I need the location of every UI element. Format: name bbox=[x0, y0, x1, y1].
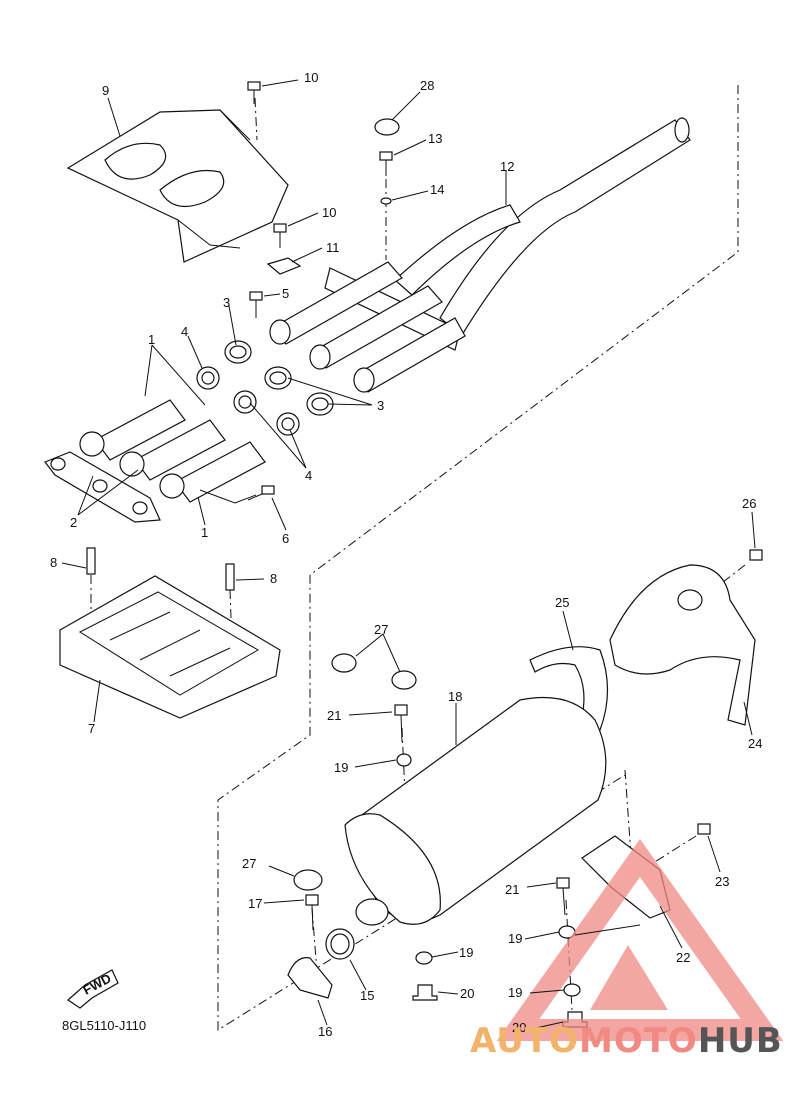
callout-6: 6 bbox=[282, 531, 289, 546]
fwd-arrow-icon: FWD bbox=[67, 969, 119, 1009]
skid-plate-7 bbox=[59, 575, 281, 719]
bolt-10-lower bbox=[273, 223, 287, 248]
callout-7: 7 bbox=[88, 721, 95, 736]
callout-12: 12 bbox=[500, 159, 514, 174]
callout-21-lower: 21 bbox=[505, 882, 519, 897]
callout-2: 2 bbox=[70, 515, 77, 530]
center-line-bolt-23 bbox=[649, 835, 697, 866]
grommet-19-a bbox=[396, 753, 412, 767]
callout-labels: 10 9 28 13 14 12 10 11 5 3 1 4 3 4 2 1 6… bbox=[50, 70, 762, 1039]
callout-26: 26 bbox=[742, 496, 756, 511]
clamp-16 bbox=[287, 957, 333, 999]
manifold-gasket-2 bbox=[44, 451, 161, 523]
bolt-21-b bbox=[556, 877, 570, 916]
callout-24: 24 bbox=[748, 736, 762, 751]
cap-28 bbox=[374, 118, 400, 136]
callout-17: 17 bbox=[248, 896, 262, 911]
callout-4-lower: 4 bbox=[305, 468, 312, 483]
gasket-4-b bbox=[233, 390, 257, 414]
heat-shield-9 bbox=[66, 109, 289, 263]
callout-25: 25 bbox=[555, 595, 569, 610]
bolt-13 bbox=[379, 151, 393, 176]
clamp-3-b bbox=[264, 366, 292, 390]
automotohub-logo-triangle bbox=[496, 838, 784, 1041]
callout-5: 5 bbox=[282, 286, 289, 301]
collar-20-a bbox=[412, 984, 438, 1001]
watermark-auto: AUTO bbox=[470, 1021, 579, 1061]
flex-joint-1-a bbox=[79, 399, 186, 461]
callout-1-upper: 1 bbox=[148, 332, 155, 347]
bolt-8-right bbox=[225, 563, 235, 591]
exhaust-pipe-12 bbox=[269, 117, 691, 393]
callout-13: 13 bbox=[428, 131, 442, 146]
center-line-bolt-21a bbox=[401, 727, 409, 861]
diagram-code: 8GL5110-J110 bbox=[62, 1018, 146, 1033]
callout-8-left: 8 bbox=[50, 555, 57, 570]
muffler-18 bbox=[344, 696, 607, 926]
callout-3-right: 3 bbox=[377, 398, 384, 413]
callout-19-lower: 19 bbox=[508, 985, 522, 1000]
callout-22: 22 bbox=[676, 950, 690, 965]
callout-27-upper: 27 bbox=[374, 622, 388, 637]
grommet-19-d bbox=[563, 983, 581, 997]
callout-19-mid-left: 19 bbox=[508, 931, 522, 946]
callout-19-mid-right: 19 bbox=[459, 945, 473, 960]
gasket-4-c bbox=[276, 412, 300, 436]
assembly-boundary-line bbox=[217, 85, 739, 1031]
bolt-17 bbox=[305, 894, 319, 931]
callout-10-upper: 10 bbox=[304, 70, 318, 85]
callout-1-lower: 1 bbox=[201, 525, 208, 540]
bolt-23 bbox=[697, 823, 711, 835]
callout-20-lower: 20 bbox=[512, 1020, 526, 1035]
clamp-3-a bbox=[224, 340, 252, 364]
callout-10-lower: 10 bbox=[322, 205, 336, 220]
end-cap-24 bbox=[609, 564, 756, 726]
grommet-19-c bbox=[415, 951, 433, 965]
callout-19-upper: 19 bbox=[334, 760, 348, 775]
callout-18: 18 bbox=[448, 689, 462, 704]
leader-lines bbox=[61, 79, 756, 1029]
callout-28: 28 bbox=[420, 78, 434, 93]
callout-4-upper: 4 bbox=[181, 324, 188, 339]
callout-15: 15 bbox=[360, 988, 374, 1003]
callout-16: 16 bbox=[318, 1024, 332, 1039]
gasket-4-a bbox=[196, 366, 220, 390]
callout-8-right: 8 bbox=[270, 571, 277, 586]
cap-27-a bbox=[331, 653, 357, 673]
callout-21-upper: 21 bbox=[327, 708, 341, 723]
cap-27-c bbox=[293, 869, 323, 891]
bolt-10-upper bbox=[247, 81, 261, 104]
bolt-5 bbox=[249, 291, 263, 318]
cap-27-b bbox=[391, 670, 417, 690]
callout-11: 11 bbox=[326, 240, 340, 255]
callout-3-upper: 3 bbox=[223, 295, 230, 310]
svg-text:AUTOMOTOHUB: AUTOMOTOHUB bbox=[470, 1021, 783, 1061]
callout-14: 14 bbox=[430, 182, 444, 197]
callout-9: 9 bbox=[102, 83, 109, 98]
bolt-8-left bbox=[86, 547, 96, 575]
automotohub-watermark: AUTOMOTOHUB bbox=[470, 1021, 783, 1061]
watermark-hub: HUB bbox=[698, 1021, 783, 1061]
callout-20-mid: 20 bbox=[460, 986, 474, 1001]
gasket-15 bbox=[325, 928, 355, 960]
center-line-bolt-10 bbox=[254, 97, 258, 141]
flex-joint-1-c bbox=[159, 441, 266, 503]
bolt-21-a bbox=[394, 704, 408, 743]
bolt-6 bbox=[247, 485, 275, 501]
callout-23: 23 bbox=[715, 874, 729, 889]
bolt-26 bbox=[749, 549, 763, 561]
washer-14 bbox=[380, 197, 392, 205]
watermark-moto: MOTO bbox=[579, 1021, 698, 1061]
callout-27-lower: 27 bbox=[242, 856, 256, 871]
